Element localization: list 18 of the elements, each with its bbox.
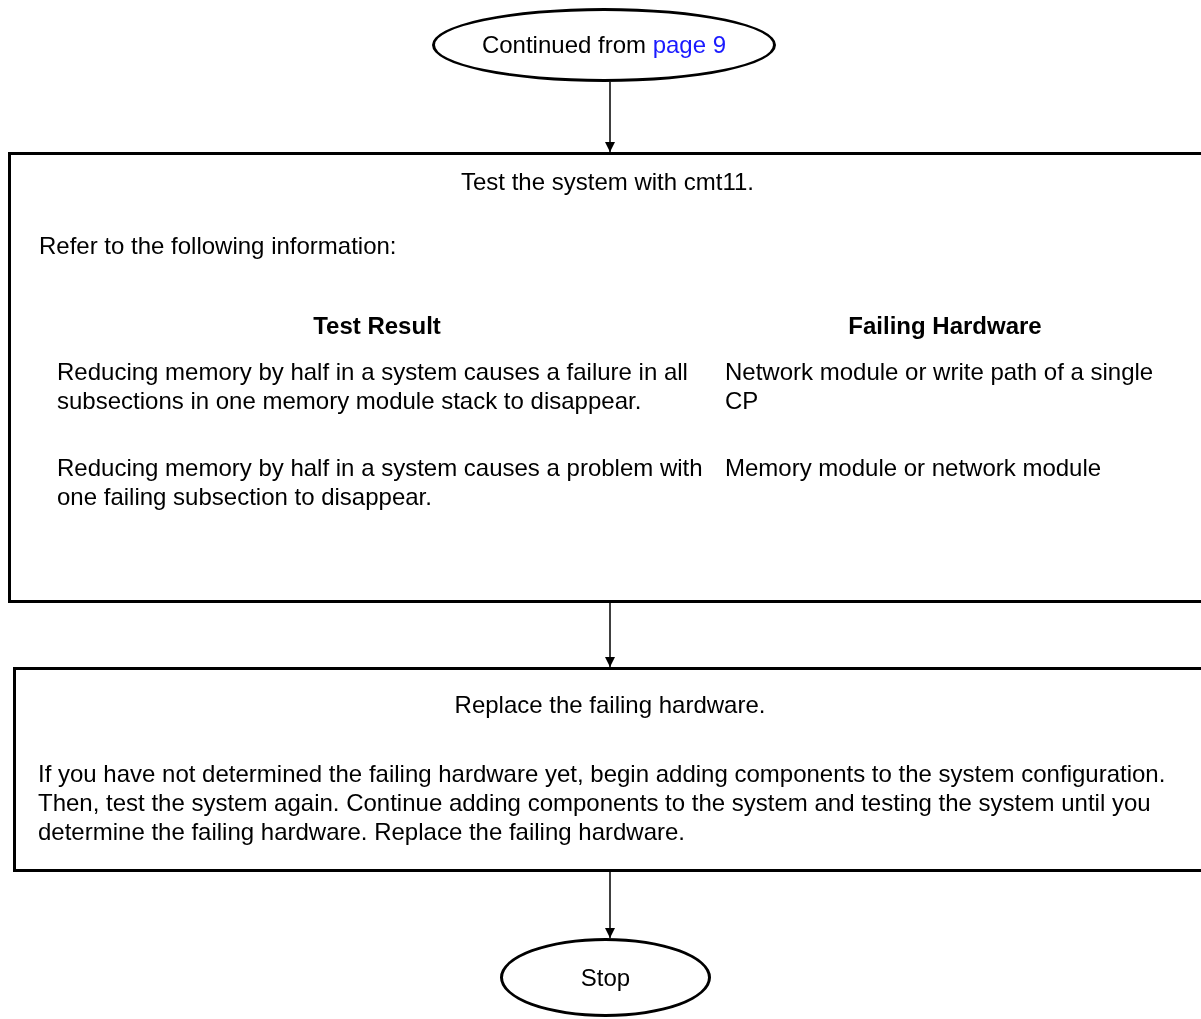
- heading: Test the system with cmt11.: [460, 167, 755, 196]
- process-box: [8, 152, 1201, 603]
- page-link: page 9: [652, 31, 727, 58]
- instruction-text: Refer to the following information:: [39, 231, 398, 260]
- instruction-text: If you have not determined the failing hardware yet, begin adding components to the system configuration. Then, test the system again. Continue adding components to the system and testing the system until you determine the failing hardware. Replace the failing hardware.: [38, 759, 1167, 846]
- column-header: Test Result: [312, 311, 442, 340]
- arrow: [605, 81, 615, 153]
- heading: Replace the failing hardware.: [453, 690, 767, 719]
- table-cell-text: Network module or write path of a single CP: [725, 357, 1155, 415]
- table-cell-text: Memory module or network module: [725, 453, 1103, 482]
- arrow: [605, 602, 615, 668]
- terminator-label: Stop: [580, 963, 631, 992]
- process-box: [13, 667, 1201, 872]
- table-cell-text: Reducing memory by half in a system causes a problem with one failing subsection to disappear.: [57, 453, 704, 511]
- arrow: [605, 871, 615, 939]
- terminator-label: Continued from page 9: [481, 31, 727, 59]
- column-header: Failing Hardware: [847, 311, 1043, 340]
- table-cell-text: Reducing memory by half in a system causes a failure in all subsections in one memory module stack to disappear.: [57, 357, 689, 415]
